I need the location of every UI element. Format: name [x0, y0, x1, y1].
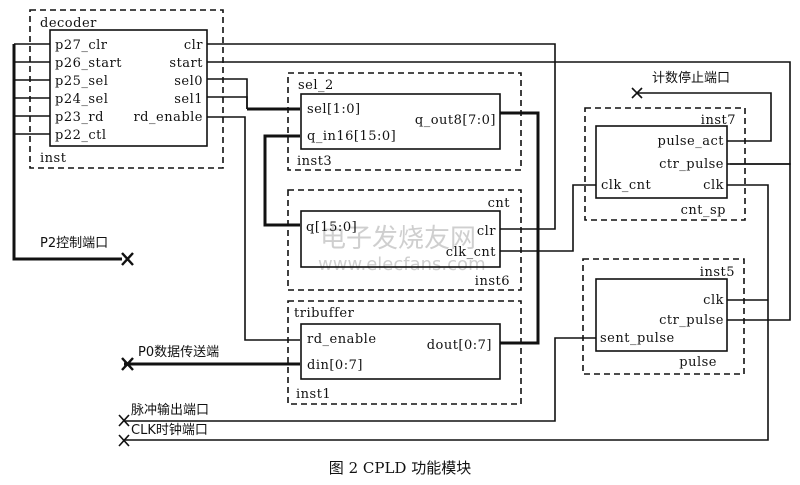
- wire-clk-cnt: [500, 184, 597, 252]
- port-out: clr: [184, 38, 203, 53]
- port-out: q_out8[7:0]: [415, 113, 496, 128]
- instance-name: inst7: [701, 113, 736, 128]
- port-out: start: [169, 56, 203, 71]
- x-terminal-icon: [631, 87, 643, 99]
- figure-caption: 图 2 CPLD 功能模块: [329, 459, 471, 477]
- port-label: CLK时钟端口: [131, 422, 208, 438]
- instance-name: inst: [40, 151, 67, 166]
- port: ctr_pulse: [659, 157, 724, 172]
- port-in: sel[1:0]: [307, 102, 361, 117]
- port-in: rd_enable: [307, 332, 377, 347]
- port-out: sel0: [174, 74, 203, 89]
- wire-q-bus: [263, 134, 300, 227]
- port-in: p24_sel: [55, 92, 108, 107]
- instance-name: inst5: [700, 265, 735, 280]
- module-type: tribuffer: [294, 306, 355, 321]
- port-clk[interactable]: CLK时钟端口: [118, 422, 208, 447]
- port-out: dout[0:7]: [427, 338, 492, 353]
- port-p0-data[interactable]: P0数据传送端: [121, 345, 219, 371]
- wire-qout-bus: [500, 111, 540, 345]
- module-type: sel_2: [298, 78, 334, 93]
- port-in: clr: [477, 224, 496, 239]
- port-label: P0数据传送端: [138, 345, 219, 360]
- wire-clr: [207, 43, 556, 230]
- wire-ctr-pulse: [727, 163, 791, 321]
- port-out: sel1: [174, 92, 203, 107]
- module-type: cnt_sp: [681, 203, 726, 218]
- port-in: p25_sel: [55, 74, 108, 89]
- x-terminal-icon: [118, 414, 130, 427]
- instance-name: inst6: [475, 274, 510, 289]
- port: clk_cnt: [601, 178, 651, 193]
- port: clk: [703, 293, 724, 308]
- port-in: clk_cnt: [446, 245, 496, 260]
- watermark-url: www.elecfans.com: [318, 254, 486, 275]
- instance-name: inst1: [296, 387, 331, 402]
- port: pulse_act: [658, 134, 725, 149]
- module-type: decoder: [40, 16, 97, 31]
- wire-clk: [124, 184, 769, 441]
- port-p2-control[interactable]: P2控制端口: [40, 236, 134, 266]
- module-tribuffer[interactable]: tribuffer inst1 rd_enable din[0:7] dout[…: [287, 300, 522, 405]
- port-pulse-output[interactable]: 脉冲输出端口: [118, 402, 209, 427]
- port-in: q_in16[15:0]: [307, 129, 396, 144]
- port-label: 脉冲输出端口: [131, 402, 209, 418]
- port-in: p23_rd: [55, 110, 104, 125]
- module-decoder[interactable]: decoder inst p27_clr p26_start p25_sel p…: [29, 9, 224, 169]
- port: ctr_pulse: [659, 313, 724, 328]
- port-out: rd_enable: [133, 110, 203, 125]
- port-label: P2控制端口: [40, 236, 108, 251]
- module-cnt[interactable]: cnt inst6 q[15:0] clr clk_cnt: [287, 189, 522, 291]
- module-cnt-sp[interactable]: inst7 cnt_sp pulse_act ctr_pulse clk clk…: [584, 107, 746, 221]
- x-terminal-icon: [118, 434, 130, 447]
- port-in: din[0:7]: [307, 358, 363, 373]
- port: clk: [703, 178, 724, 193]
- port-label: 计数停止端口: [652, 70, 730, 86]
- port-in: p27_clr: [55, 38, 108, 53]
- x-terminal-icon: [121, 252, 134, 266]
- instance-name: inst3: [297, 154, 332, 169]
- p2-control-bus: [12, 43, 122, 261]
- wire-sel0: [207, 78, 248, 109]
- module-pulse[interactable]: inst5 pulse clk ctr_pulse sent_pulse: [582, 258, 745, 375]
- port-count-stop[interactable]: 计数停止端口: [631, 70, 730, 99]
- wire-sent-pulse: [124, 337, 597, 422]
- module-type: cnt: [488, 196, 511, 211]
- wire-rd-enable: [207, 116, 300, 341]
- wire-sel1: [207, 96, 248, 109]
- port-in: p22_ctl: [55, 128, 107, 143]
- wire-pulse-act: [638, 92, 772, 142]
- x-terminal-icon: [121, 357, 134, 371]
- port: sent_pulse: [600, 331, 675, 346]
- port-in: p26_start: [55, 56, 122, 71]
- module-sel-2[interactable]: sel_2 inst3 sel[1:0] q_in16[15:0] q_out8…: [287, 72, 522, 171]
- port-out: q[15:0]: [306, 220, 357, 235]
- module-type: pulse: [679, 355, 717, 370]
- watermark-cn: 电子发烧友网: [320, 224, 476, 254]
